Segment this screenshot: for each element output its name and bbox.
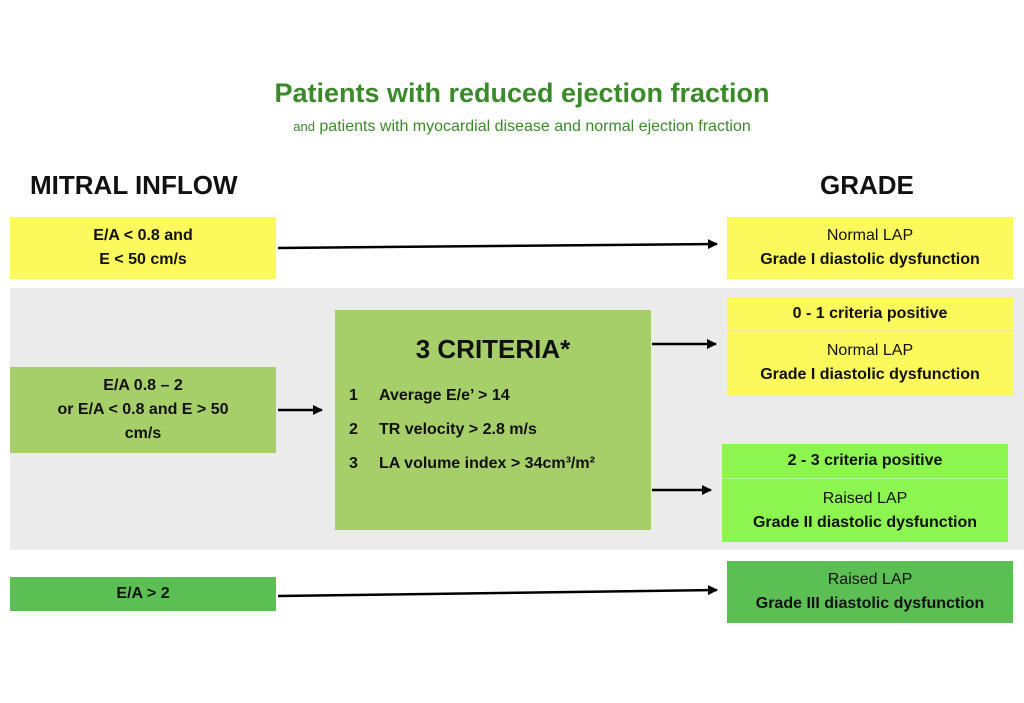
criteria-item: 2 TR velocity > 2.8 m/s (349, 421, 651, 439)
grade-box-2-line1: Normal LAP (826, 342, 914, 359)
grade-box-1-line1: Normal LAP (826, 227, 914, 244)
inflow-box-high: E/A > 2 (10, 577, 276, 611)
criteria-item: 3 LA volume index > 34cm³/m² (349, 455, 651, 473)
grade-box-2: 0 - 1 criteria positive Normal LAP Grade… (727, 297, 1013, 395)
grade-box-1-line2: Grade I diastolic dysfunction (760, 251, 980, 268)
inflow-box-mid-line3: cm/s (124, 425, 162, 442)
subtitle-prefix: and (293, 119, 315, 134)
criteria-item-number: 3 (349, 455, 358, 472)
arrow-high-to-grade4 (277, 585, 718, 598)
inflow-box-high-label: E/A > 2 (116, 585, 170, 602)
criteria-box: 3 CRITERIA* 1 Average E/e’ > 14 2 TR vel… (335, 310, 651, 530)
grade-box-3-line2: Grade II diastolic dysfunction (752, 513, 978, 531)
grade-box-4-line2: Grade III diastolic dysfunction (755, 595, 985, 612)
inflow-box-low: E/A < 0.8 and E < 50 cm/s (10, 217, 276, 279)
grade-box-3: 2 - 3 criteria positive Raised LAP Grade… (722, 444, 1008, 542)
inflow-box-low-line1: E/A < 0.8 and (93, 227, 193, 244)
grade-box-2-body: Normal LAP Grade I diastolic dysfunction (727, 331, 1013, 395)
criteria-item: 1 Average E/e’ > 14 (349, 387, 651, 405)
criteria-title: 3 CRITERIA* (415, 334, 571, 364)
page-subtitle: and patients with myocardial disease and… (0, 118, 1024, 136)
grade-box-3-header: 2 - 3 criteria positive (787, 452, 943, 469)
mitral-inflow-header: MITRAL INFLOW (30, 170, 238, 200)
grade-box-2-divider (727, 330, 1013, 331)
criteria-item-text: TR velocity > 2.8 m/s (379, 421, 537, 438)
grade-header: GRADE (820, 170, 914, 200)
grade-box-3-divider (722, 478, 1008, 479)
grade-box-4: Raised LAP Grade III diastolic dysfuncti… (727, 561, 1013, 623)
criteria-item-number: 2 (349, 421, 358, 438)
inflow-box-mid-line2: or E/A < 0.8 and E > 50 (57, 401, 229, 418)
arrow-low-to-grade1 (277, 239, 718, 250)
grade-box-4-line1: Raised LAP (827, 571, 913, 588)
criteria-item-text: Average E/e’ > 14 (379, 387, 510, 404)
grade-box-3-body: Raised LAP Grade II diastolic dysfunctio… (722, 479, 1008, 542)
criteria-item-number: 1 (349, 387, 358, 404)
criteria-item-text: LA volume index > 34cm³/m² (379, 455, 595, 472)
subtitle-text: patients with myocardial disease and nor… (319, 118, 751, 135)
inflow-box-mid: E/A 0.8 – 2 or E/A < 0.8 and E > 50 cm/s (10, 367, 276, 453)
grade-box-2-header: 0 - 1 criteria positive (792, 304, 948, 322)
grade-box-1: Normal LAP Grade I diastolic dysfunction (727, 217, 1013, 279)
inflow-box-low-line2: E < 50 cm/s (99, 251, 187, 268)
inflow-box-mid-line1: E/A 0.8 – 2 (103, 377, 183, 394)
page-title: Patients with reduced ejection fraction (274, 78, 770, 108)
grade-box-3-line1: Raised LAP (822, 489, 908, 507)
grade-box-2-line2: Grade I diastolic dysfunction (760, 366, 980, 383)
